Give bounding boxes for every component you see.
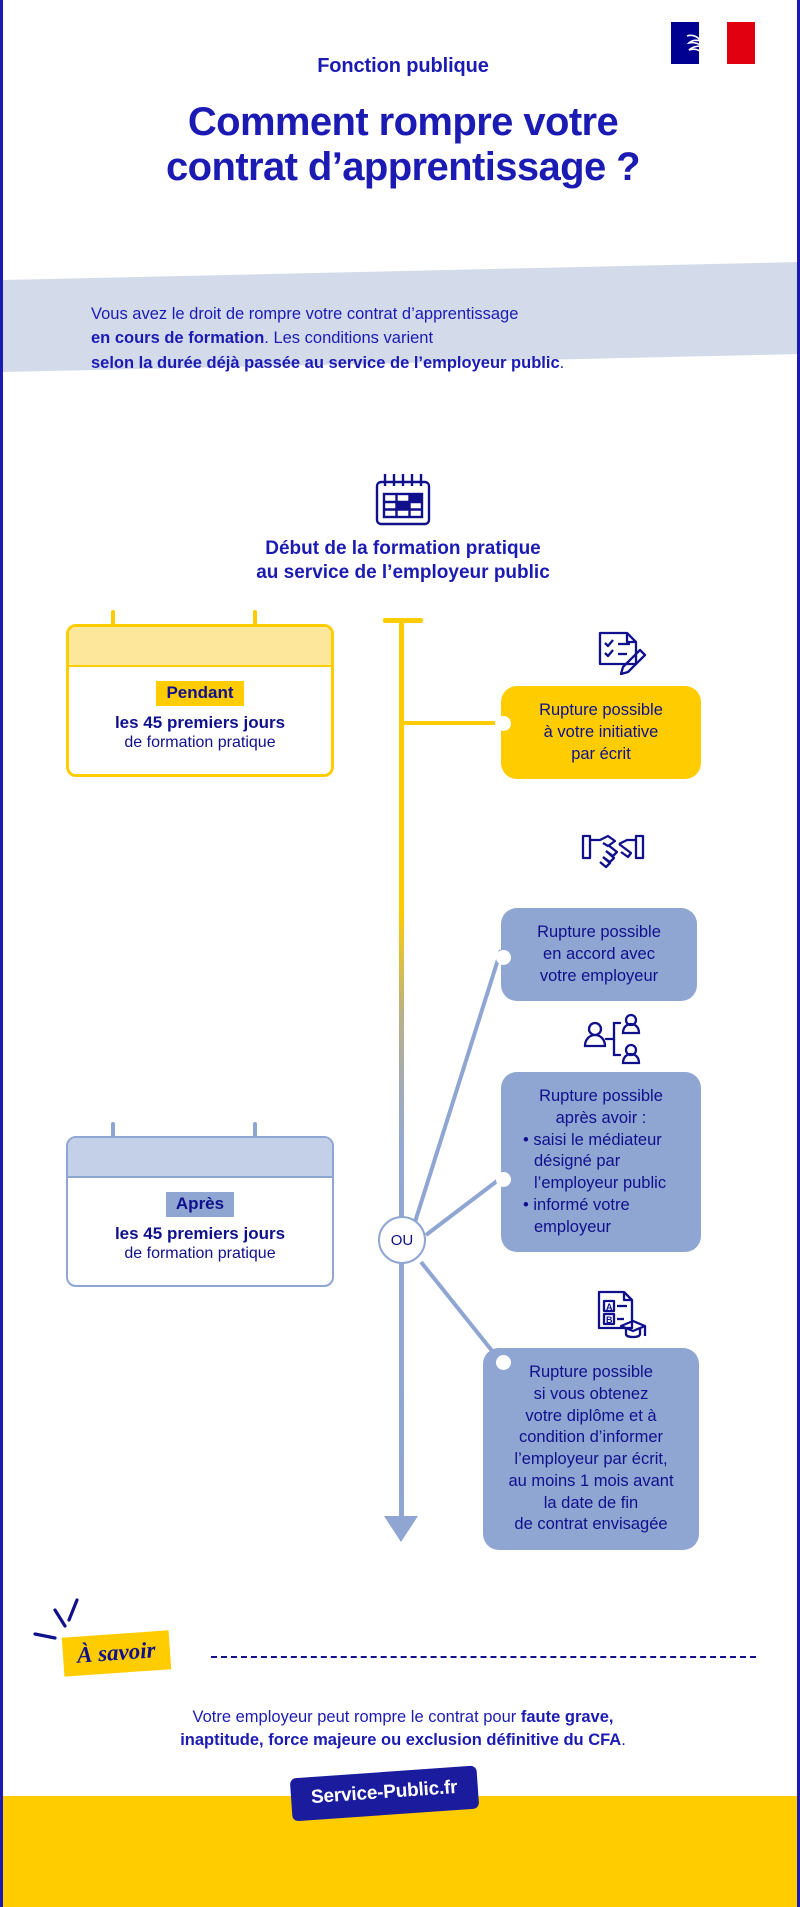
intro-line2-rest: . Les conditions varient (264, 329, 434, 348)
connector-node-dot (496, 716, 511, 731)
calendar-icon (371, 472, 435, 533)
svg-text:A: A (606, 1302, 613, 1312)
timeline-start-heading: Début de la formation pratique au servic… (153, 537, 653, 585)
outcome-box-initiative: Rupture possible à votre initiative par … (501, 686, 701, 780)
mediator-people-icon (581, 1012, 645, 1075)
outcome-box-accord: Rupture possible en accord avec votre em… (501, 908, 697, 1002)
period-chip-apres: Après (165, 1192, 235, 1217)
outcome-bullet: informé votre employeur (523, 1195, 685, 1239)
outcome-line: Rupture possible (539, 1087, 663, 1105)
branch-or-node: OU (378, 1216, 426, 1264)
page-title: Comment rompre votre contrat d’apprentis… (3, 100, 797, 190)
outcome-line: Rupture possible (529, 1363, 653, 1381)
spark-lines-icon (29, 1596, 99, 1661)
footer-band (3, 1796, 797, 1907)
outcome-line: en accord avec (543, 944, 655, 963)
diploma-document-icon: A B (591, 1288, 647, 1349)
card-header-band (69, 627, 331, 667)
connector-node-dot (496, 1355, 511, 1370)
period-line1-apres: les 45 premiers jours (114, 1224, 286, 1243)
intro-line3-rest: . (559, 353, 565, 372)
intro-banner (3, 262, 797, 372)
handshake-icon (581, 828, 645, 877)
period-card-apres: Après les 45 premiers jours de formation… (66, 1136, 334, 1288)
outcome-box-mediateur: Rupture possible après avoir : saisi le … (501, 1072, 701, 1253)
republique-francaise-flag-icon (671, 22, 755, 64)
period-chip-pendant: Pendant (156, 681, 244, 706)
outcome-line: au moins 1 mois avant (508, 1471, 674, 1490)
note-line1-bold: faute grave, (520, 1708, 614, 1726)
timeline-axis (399, 620, 404, 1520)
outcome-line: Rupture possible (539, 701, 663, 719)
connector-node-dot (496, 950, 511, 965)
outcome-box-diplome: Rupture possible si vous obtenez votre d… (483, 1348, 699, 1551)
note-line2-bold: inaptitude, force majeure ou exclusion d… (180, 1731, 622, 1750)
outcome-line: votre employeur (539, 966, 659, 985)
start-heading-line1: Début de la formation pratique (265, 538, 541, 559)
period-line2-pendant: de formation pratique (124, 734, 276, 752)
intro-text: Vous avez le droit de rompre votre contr… (91, 302, 751, 375)
page-title-line2: contrat d’apprentissage ? (166, 145, 641, 190)
period-line1-pendant: les 45 premiers jours (114, 713, 286, 732)
outcome-line: l’employeur par écrit, (514, 1450, 668, 1469)
outcome-line: par écrit (571, 744, 631, 763)
period-card-pendant: Pendant les 45 premiers jours de formati… (66, 624, 334, 778)
down-arrow-icon (384, 1516, 418, 1542)
outcome-line: condition d’informer (519, 1428, 663, 1447)
a-savoir-text: Votre employeur peut rompre le contrat p… (3, 1706, 797, 1753)
outcome-line: après avoir : (555, 1108, 647, 1127)
outcome-line: si vous obtenez (533, 1384, 649, 1403)
intro-line3-bold: selon la durée déjà passée au service de… (91, 353, 560, 372)
note-line2-rest: . (621, 1731, 626, 1750)
outcome-line: de contrat envisagée (514, 1515, 668, 1534)
outcome-line: à votre initiative (543, 722, 659, 741)
outcome-line: votre diplôme et à (525, 1406, 657, 1425)
outcome-bullet: saisi le médiateur désigné par l’employe… (523, 1130, 685, 1195)
note-line1: Votre employeur peut rompre le contrat p… (192, 1708, 521, 1726)
outcome-line: la date de fin (543, 1493, 639, 1512)
card-header-band (68, 1138, 332, 1178)
intro-line2-bold: en cours de formation (91, 329, 265, 348)
intro-line1: Vous avez le droit de rompre votre contr… (91, 305, 519, 323)
period-line2-apres: de formation pratique (124, 1245, 276, 1263)
connector-node-dot (496, 1172, 511, 1187)
outcome-bullet-list: saisi le médiateur désigné par l’employe… (517, 1130, 685, 1239)
outcome-line: Rupture possible (537, 923, 661, 941)
svg-text:B: B (606, 1315, 613, 1325)
a-savoir-tag: À savoir (61, 1630, 171, 1677)
checklist-pen-icon (591, 628, 647, 689)
start-heading-line2: au service de l’employeur public (256, 561, 550, 583)
page-title-line1: Comment rompre votre (187, 100, 619, 144)
eyebrow-label: Fonction publique (317, 55, 489, 77)
a-savoir-divider (211, 1656, 756, 1658)
